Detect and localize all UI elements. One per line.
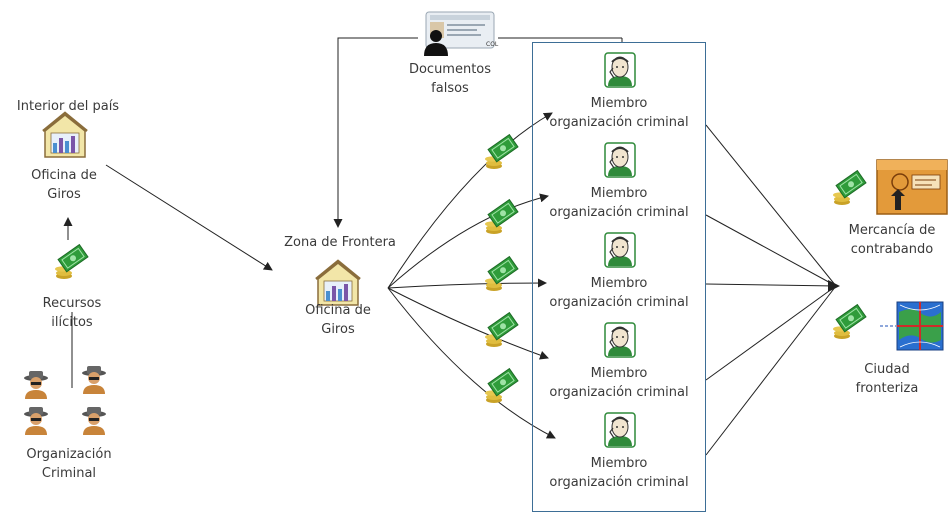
ciudad-label: Ciudad fronteriza bbox=[832, 360, 942, 398]
converge-lines bbox=[705, 124, 840, 456]
ciudad-money-icon bbox=[832, 304, 867, 340]
member-label-line1: Miembro bbox=[590, 276, 648, 291]
ciudad-globe-icon bbox=[880, 301, 944, 351]
recursos-line1: Recursos bbox=[42, 296, 102, 311]
oficina-frontera-line1: Oficina de bbox=[305, 303, 371, 318]
id-card-text: COL bbox=[486, 41, 499, 48]
member-money-icon-2 bbox=[484, 199, 519, 235]
crook-icon bbox=[24, 371, 48, 399]
fan-arrow-3 bbox=[387, 278, 547, 289]
fan-out-arrows bbox=[387, 112, 556, 439]
member-label-line1: Miembro bbox=[590, 186, 648, 201]
member-label-line2: organización criminal bbox=[549, 115, 689, 130]
recursos-money-icon bbox=[54, 244, 89, 280]
recursos-line2: ilícitos bbox=[51, 315, 93, 330]
member-label-line1: Miembro bbox=[590, 456, 648, 471]
fan-arrow-4 bbox=[387, 287, 549, 360]
oficina-frontera-line2: Giros bbox=[321, 322, 355, 337]
member-label: Miembro organización criminal bbox=[534, 364, 704, 402]
fan-arrow-2 bbox=[387, 193, 549, 289]
mercancia-line2: contrabando bbox=[850, 242, 934, 257]
mercancia-money-icon bbox=[832, 170, 867, 206]
documentos-label: Documentos falsos bbox=[400, 60, 500, 98]
oficina-interior-icon bbox=[41, 111, 89, 159]
documentos-line2: falsos bbox=[431, 81, 469, 96]
organizacion-label: Organización Criminal bbox=[14, 445, 124, 483]
fan-arrow-5 bbox=[387, 287, 556, 439]
oficina-interior-label: Oficina de Giros bbox=[14, 166, 114, 204]
oficina-frontera-label: Oficina de Giros bbox=[288, 301, 388, 339]
ciudad-line1: Ciudad bbox=[864, 362, 910, 377]
converge-line-1 bbox=[705, 124, 837, 287]
diagram-canvas: COL bbox=[24, 11, 948, 456]
member-label-line1: Miembro bbox=[590, 96, 648, 111]
converge-line-2 bbox=[705, 214, 837, 287]
member-money-icon-1 bbox=[484, 134, 519, 170]
ciudad-line2: fronteriza bbox=[855, 381, 919, 396]
crook-icon bbox=[24, 407, 48, 435]
member-label: Miembro organización criminal bbox=[534, 274, 704, 312]
oficina-frontera-icon bbox=[314, 259, 362, 307]
organizacion-crooks-icon bbox=[24, 366, 106, 435]
member-label-line1: Miembro bbox=[590, 366, 648, 381]
member-label-line2: organización criminal bbox=[549, 295, 689, 310]
member-label: Miembro organización criminal bbox=[534, 94, 704, 132]
converge-line-4 bbox=[705, 285, 837, 381]
member-label-line2: organización criminal bbox=[549, 205, 689, 220]
member-money-icon-5 bbox=[484, 368, 519, 404]
oficina-interior-line1: Oficina de bbox=[31, 168, 97, 183]
oficina-interior-line2: Giros bbox=[47, 187, 81, 202]
member-money-icon-3 bbox=[484, 256, 519, 292]
interior-label: Interior del país bbox=[16, 99, 120, 114]
recursos-label: Recursos ilícitos bbox=[22, 294, 122, 332]
crook-icon bbox=[82, 366, 106, 394]
member-label-line2: organización criminal bbox=[549, 385, 689, 400]
zona-frontera-label: Zona de Frontera bbox=[284, 235, 396, 250]
interior-to-frontera-arrow bbox=[105, 164, 273, 271]
fan-arrow-1 bbox=[387, 112, 553, 289]
mercancia-package-icon bbox=[876, 159, 948, 215]
member-label: Miembro organización criminal bbox=[534, 184, 704, 222]
documentos-to-frontera-arrow bbox=[333, 37, 418, 228]
crook-icon bbox=[82, 407, 106, 435]
mercancia-line1: Mercancía de bbox=[848, 223, 936, 238]
member-label-line2: organización criminal bbox=[549, 475, 689, 490]
member-label: Miembro organización criminal bbox=[534, 454, 704, 492]
member-money-icon-4 bbox=[484, 312, 519, 348]
organizacion-line2: Criminal bbox=[41, 466, 97, 481]
converge-line-5 bbox=[705, 285, 837, 456]
mercancia-label: Mercancía de contrabando bbox=[836, 221, 948, 259]
organizacion-line1: Organización bbox=[26, 447, 112, 462]
converge-line-3 bbox=[705, 283, 837, 287]
documentos-icon: COL bbox=[424, 11, 499, 56]
converge-arrowhead bbox=[828, 280, 840, 292]
documentos-line1: Documentos bbox=[408, 62, 492, 77]
